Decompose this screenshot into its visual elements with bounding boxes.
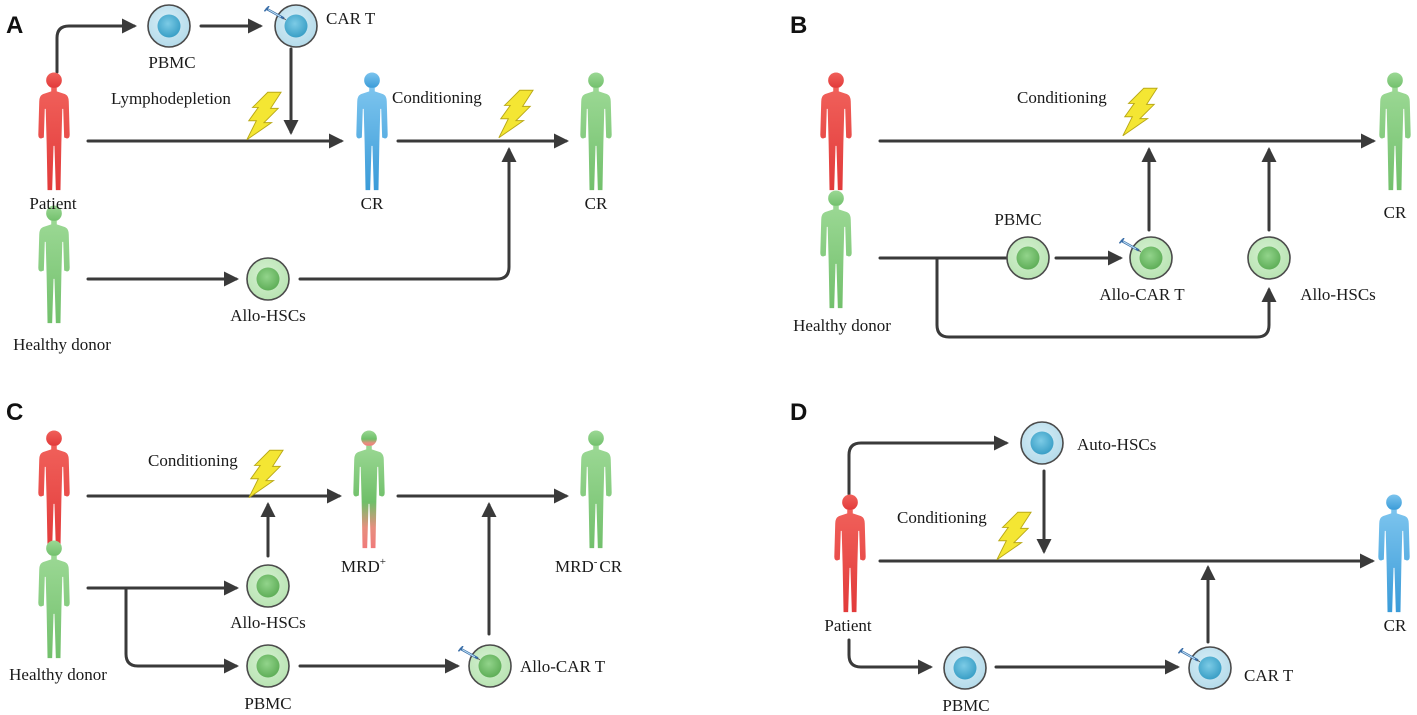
cell-icon xyxy=(943,646,987,690)
label-patient: Patient xyxy=(29,194,76,213)
cell-icon xyxy=(246,257,290,301)
arrow-patient-to-pbmc xyxy=(55,18,137,74)
arrow-hscs-up xyxy=(298,147,517,281)
panel-d: Auto-HSCs Conditioning Patient CR PBMC C… xyxy=(824,421,1410,715)
label-cr: CR xyxy=(1384,616,1407,635)
panel-letter-d: D xyxy=(790,399,807,426)
label-allo-car-t: Allo-CAR T xyxy=(520,657,606,676)
mrd-figure-icon xyxy=(353,430,385,549)
arrow-donor-to-hscs xyxy=(935,256,1277,339)
label-conditioning: Conditioning xyxy=(1017,88,1107,107)
cell-icon xyxy=(246,564,290,608)
label-conditioning: Conditioning xyxy=(897,508,987,527)
cell-icon xyxy=(274,4,318,48)
label-allo-hscs: Allo-HSCs xyxy=(1300,285,1376,304)
label-allo-hscs: Allo-HSCs xyxy=(230,306,306,325)
donor-figure-icon xyxy=(38,205,70,324)
label-allo-car-t: Allo-CAR T xyxy=(1099,285,1185,304)
cr-figure-icon xyxy=(580,430,612,549)
label-healthy-donor: Healthy donor xyxy=(9,665,107,684)
label-pbmc: PBMC xyxy=(148,53,195,72)
lightning-icon xyxy=(498,89,534,139)
cell-icon xyxy=(1006,236,1050,280)
label-mrd-plus: MRD+ xyxy=(341,556,386,576)
label-car-t: CAR T xyxy=(326,9,376,28)
donor-figure-icon xyxy=(38,540,70,659)
patient-figure-icon xyxy=(38,72,70,191)
cr-figure-icon xyxy=(356,72,388,191)
cell-icon xyxy=(1188,646,1232,690)
cr-figure-icon xyxy=(1379,72,1411,191)
cell-icon xyxy=(1129,236,1173,280)
arrow-patient-to-auto-hscs xyxy=(847,435,1009,496)
arrow-patient-to-pbmc xyxy=(847,638,933,675)
label-pbmc: PBMC xyxy=(244,694,291,713)
panel-a: PBMC CAR T Lymphodepletion Conditioning … xyxy=(13,4,612,354)
cell-icon xyxy=(147,4,191,48)
panel-letter-c: C xyxy=(6,399,23,426)
patient-figure-icon xyxy=(38,430,70,549)
label-patient: Patient xyxy=(824,616,871,635)
label-healthy-donor: Healthy donor xyxy=(793,316,891,335)
lightning-icon xyxy=(248,449,284,499)
label-allo-hscs: Allo-HSCs xyxy=(230,613,306,632)
label-healthy-donor: Healthy donor xyxy=(13,335,111,354)
cr-figure-icon xyxy=(580,72,612,191)
cell-icon xyxy=(468,644,512,688)
panel-letter-a: A xyxy=(6,12,23,39)
label-pbmc: PBMC xyxy=(994,210,1041,229)
panel-letter-b: B xyxy=(790,12,807,39)
arrow-donor-to-pbmc xyxy=(124,586,239,674)
cell-icon xyxy=(1020,421,1064,465)
label-cr: CR xyxy=(585,194,608,213)
label-cr: CR xyxy=(1384,203,1407,222)
cell-icon xyxy=(1247,236,1291,280)
lightning-icon xyxy=(246,91,282,141)
panel-c: Conditioning MRD+ MRD-CR Allo-HSCs Healt… xyxy=(9,430,623,713)
label-cr: CR xyxy=(361,194,384,213)
label-auto-hscs: Auto-HSCs xyxy=(1077,435,1156,454)
cell-icon xyxy=(246,644,290,688)
label-car-t: CAR T xyxy=(1244,666,1294,685)
label-mrd-minus-cr: MRD-CR xyxy=(555,556,623,576)
donor-figure-icon xyxy=(820,190,852,309)
panel-b: Conditioning CR PBMC Allo-CAR T Allo-HSC… xyxy=(793,72,1411,339)
label-pbmc: PBMC xyxy=(942,696,989,715)
lightning-icon xyxy=(996,511,1032,561)
cr-figure-icon xyxy=(1378,494,1410,613)
lightning-icon xyxy=(1122,87,1158,137)
label-conditioning: Conditioning xyxy=(148,451,238,470)
label-lymphodepletion: Lymphodepletion xyxy=(111,89,231,108)
label-conditioning: Conditioning xyxy=(392,88,482,107)
patient-figure-icon xyxy=(834,494,866,613)
patient-figure-icon xyxy=(820,72,852,191)
